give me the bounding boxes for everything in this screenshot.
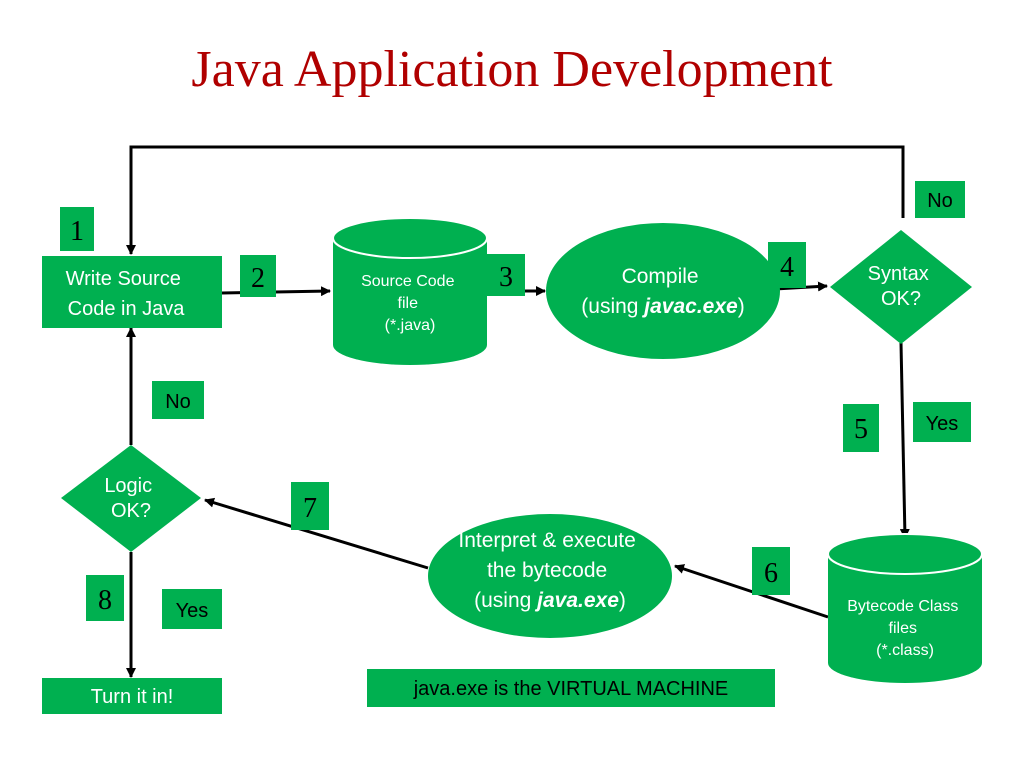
svg-text:Interpret & execute the: Interpret & execute the bytecode (using … (458, 529, 641, 612)
svg-text:4: 4 (780, 252, 794, 283)
interpret-node: Interpret & execute the bytecode (using … (428, 514, 672, 638)
virtual-machine-note: java.exe is the VIRTUAL MACHINE (367, 669, 775, 707)
step-number-3: 3 (487, 254, 525, 296)
svg-text:Turn it in!: Turn it in! (91, 686, 174, 708)
svg-text:No: No (165, 391, 191, 413)
svg-text:7: 7 (303, 493, 317, 524)
compile-node: Compile (using javac.exe) (546, 223, 780, 359)
arrow-bytecode-to-interpret (674, 564, 829, 619)
step-number-2: 2 (240, 255, 276, 297)
logic-ok-decision: Logic OK? (61, 445, 201, 552)
arrow-syntax-to-bytecode (899, 342, 910, 539)
svg-text:No: No (927, 190, 953, 212)
svg-text:Compile (using javac.exe: Compile (using javac.exe) (581, 265, 744, 318)
svg-text:1: 1 (70, 216, 84, 247)
loop-back-arrow (126, 145, 905, 255)
svg-text:java.exe is the VIRTUAL MACHIN: java.exe is the VIRTUAL MACHINE (413, 678, 729, 700)
svg-text:Syntax OK?: Syntax OK? (868, 263, 935, 310)
svg-text:Yes: Yes (926, 413, 959, 435)
svg-text:Yes: Yes (176, 600, 209, 622)
step-number-1: 1 (60, 207, 94, 251)
svg-text:Source Code file (: Source Code file (*.java) (361, 273, 459, 334)
step-number-4: 4 (768, 242, 806, 288)
syntax-yes-tag: Yes (913, 402, 971, 442)
source-file-node: Source Code file (*.java) (332, 217, 488, 365)
svg-text:Bytecode Class files: Bytecode Class files (*.class) (847, 598, 963, 659)
step-number-8: 8 (86, 575, 124, 621)
svg-text:3: 3 (499, 262, 513, 293)
bytecode-files-node: Bytecode Class files (*.class) (827, 533, 983, 683)
step-number-6: 6 (752, 547, 790, 595)
svg-text:Logic OK?: Logic OK? (104, 475, 157, 522)
logic-no-tag: No (152, 381, 204, 419)
logic-yes-tag: Yes (162, 589, 222, 629)
arrow-interpret-to-logic (204, 497, 429, 570)
svg-text:8: 8 (98, 585, 112, 616)
svg-text:6: 6 (764, 558, 778, 589)
turn-in-node: Turn it in! (42, 678, 222, 714)
step-number-5: 5 (843, 404, 879, 452)
svg-text:2: 2 (251, 263, 265, 294)
page-title: Java Application Development (191, 41, 833, 98)
svg-text:5: 5 (854, 414, 868, 445)
write-source-node: Write Source Code in Java (42, 256, 222, 328)
syntax-ok-decision: Syntax OK? (830, 230, 972, 344)
svg-text:Write Source Code in Jav: Write Source Code in Java (66, 268, 187, 320)
step-number-7: 7 (291, 482, 329, 530)
syntax-no-tag: No (915, 181, 965, 218)
